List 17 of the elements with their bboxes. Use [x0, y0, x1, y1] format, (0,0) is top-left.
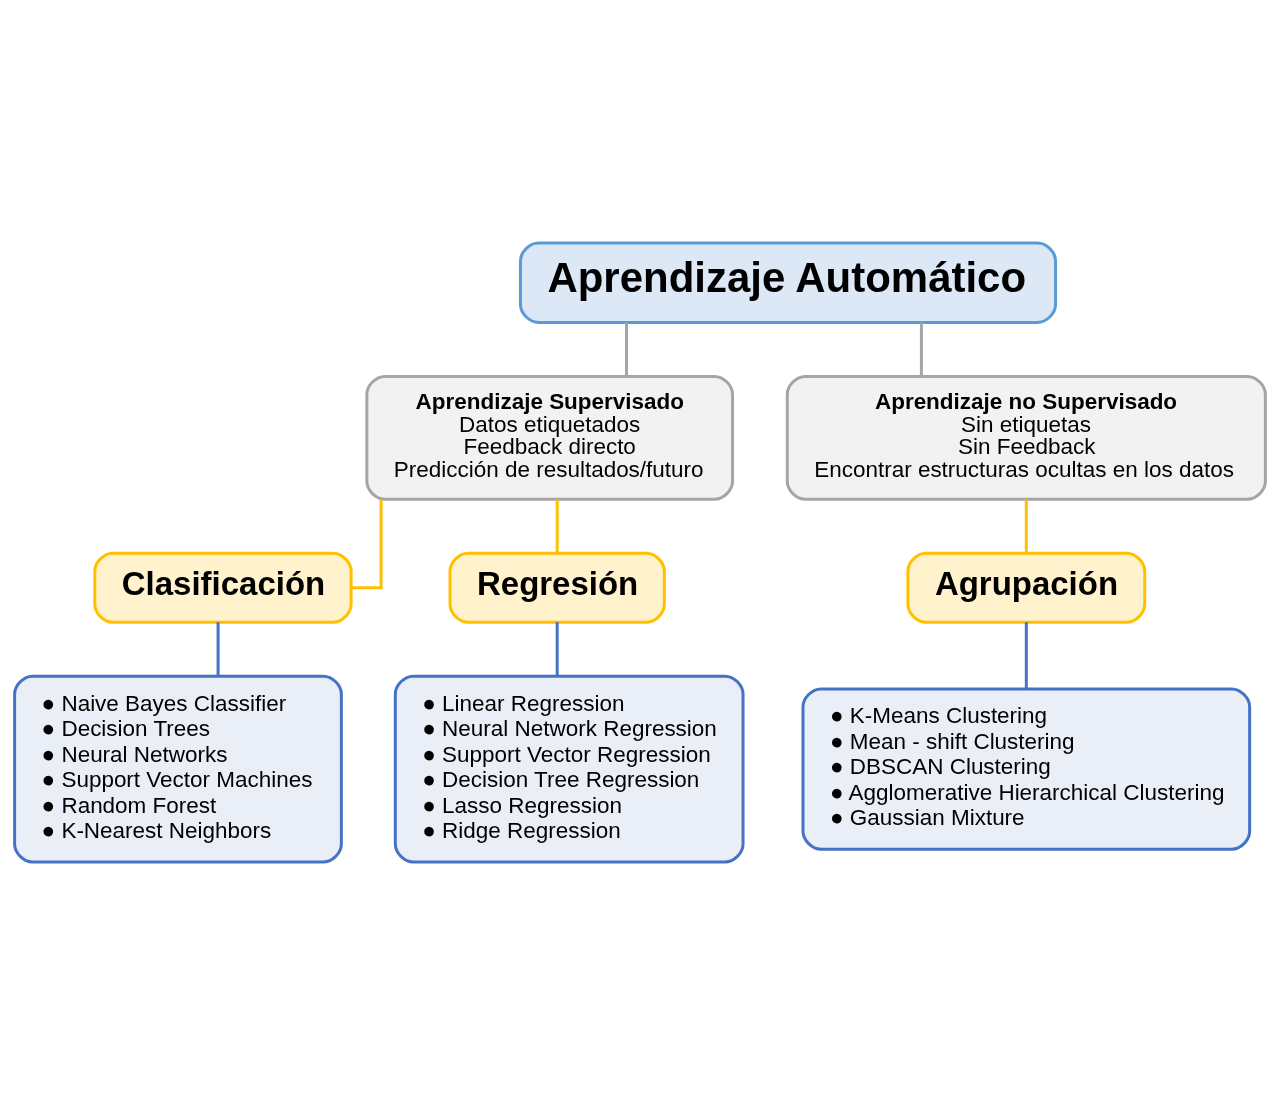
connector — [1024, 499, 1028, 554]
connector — [555, 622, 559, 676]
node-box: ● Linear Regression ● Neural Network Regression ● Support Vector Regression ● Decision Tree Regression ● Lasso Regression ● Ridge Regression — [393, 674, 745, 864]
node-box: Clasificación — [93, 551, 353, 624]
node-box: Aprendizaje no Supervisado Sin etiquetas Sin Feedback Encontrar estructuras ocultas en los datos — [785, 374, 1267, 501]
node-box: Aprendizaje Automático — [518, 241, 1058, 324]
connector — [216, 622, 220, 676]
connector — [919, 322, 923, 377]
node-box: Agrupación — [906, 551, 1147, 624]
connector — [1024, 622, 1028, 689]
connector — [555, 499, 559, 554]
connector — [351, 499, 383, 590]
node-box: Regresión — [448, 551, 666, 624]
node-box: ● K-Means Clustering ● Mean - shift Clustering ● DBSCAN Clustering ● Agglomerative Hierarchical Clustering ● Gaussian Mixture — [801, 687, 1252, 851]
node-box: Aprendizaje Supervisado Datos etiquetados Feedback directo Predicción de resultados/futuro — [365, 374, 735, 501]
connector — [625, 322, 628, 377]
node-box: ● Naive Bayes Classifier ● Decision Trees ● Neural Networks ● Support Vector Machines ● Random Forest ● K-Nearest Neighbors — [13, 674, 343, 864]
